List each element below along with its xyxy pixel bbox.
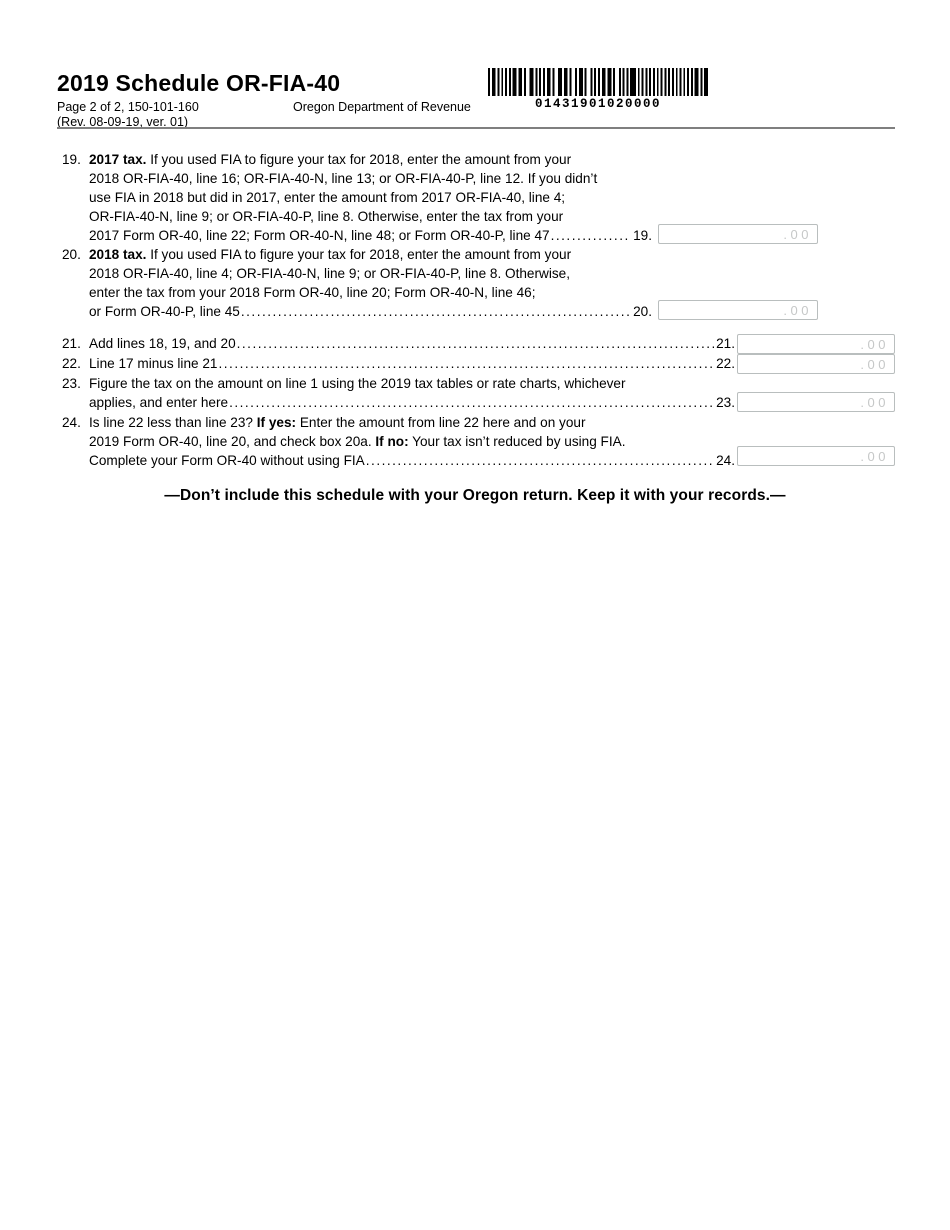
form-line-item-23: 23. Figure the tax on the amount on line… xyxy=(62,374,735,412)
text: Figure the tax on the amount on line 1 u… xyxy=(89,376,626,391)
text: OR-FIA-40-N, line 9; or OR-FIA-40-P, lin… xyxy=(89,209,564,224)
text: Is line 22 less than line 23? xyxy=(89,415,257,430)
form-text-line: applies, and enter here ................… xyxy=(89,393,735,412)
dotted-leader: ........................................… xyxy=(218,356,715,371)
form-text-line: 2018 OR-FIA-40, line 16; OR-FIA-40-N, li… xyxy=(89,169,652,188)
amount-input-line-22[interactable] xyxy=(737,354,895,374)
form-text-line: 2018 tax. If you used FIA to figure your… xyxy=(89,245,652,264)
line-number: 22. xyxy=(62,356,81,371)
text: enter the tax from your 2018 Form OR-40,… xyxy=(89,285,536,300)
amount-input-line-19[interactable] xyxy=(658,224,818,244)
line-number: 24. xyxy=(62,415,81,430)
form-text-line: enter the tax from your 2018 Form OR-40,… xyxy=(89,283,652,302)
amount-input-line-24[interactable] xyxy=(737,446,895,466)
text: or Form OR-40-P, line 45 xyxy=(89,304,240,319)
form-text-line: Is line 22 less than line 23? If yes: En… xyxy=(89,413,735,432)
form-text-line: 2017 tax. If you used FIA to figure your… xyxy=(89,150,652,169)
line-20-text: 2018 tax. If you used FIA to figure your… xyxy=(89,245,652,321)
text: 2019 Form OR-40, line 20, and check box … xyxy=(89,434,376,449)
form-text-line: use FIA in 2018 but did in 2017, enter t… xyxy=(89,188,652,207)
text: 2018 OR-FIA-40, line 16; OR-FIA-40-N, li… xyxy=(89,171,598,186)
barcode-image xyxy=(488,68,708,96)
form-text-line: Complete your Form OR-40 without using F… xyxy=(89,451,735,470)
header-divider xyxy=(57,127,895,129)
text: Line 17 minus line 21 xyxy=(89,356,218,371)
form-text-line: OR-FIA-40-N, line 9; or OR-FIA-40-P, lin… xyxy=(89,207,652,226)
text: applies, and enter here xyxy=(89,395,229,410)
department-name: Oregon Department of Revenue xyxy=(293,100,471,114)
line-number-ref: 20. xyxy=(633,304,652,319)
text: Your tax isn’t reduced by using FIA. xyxy=(408,434,626,449)
text: use FIA in 2018 but did in 2017, enter t… xyxy=(89,190,566,205)
text: Add lines 18, 19, and 20 xyxy=(89,336,236,351)
line-22-text: Line 17 minus line 21 ..................… xyxy=(89,354,735,373)
bold-text: If no: xyxy=(375,434,409,449)
form-line-item-21: 21. Add lines 18, 19, and 20 ...........… xyxy=(62,334,735,353)
form-text-line: Figure the tax on the amount on line 1 u… xyxy=(89,374,735,393)
text: Enter the amount from line 22 here and o… xyxy=(296,415,586,430)
bold-text: 2018 tax. xyxy=(89,247,147,262)
dotted-leader: ........................................… xyxy=(229,395,715,410)
amount-input-line-21[interactable] xyxy=(737,334,895,354)
line-19-text: 2017 tax. If you used FIA to figure your… xyxy=(89,150,652,245)
line-number-ref: 24. xyxy=(716,453,735,468)
keep-records-note: —Don’t include this schedule with your O… xyxy=(164,487,786,504)
line-number: 19. xyxy=(62,152,81,167)
form-text-line: 2019 Form OR-40, line 20, and check box … xyxy=(89,432,735,451)
form-text-line: 2017 Form OR-40, line 22; Form OR-40-N, … xyxy=(89,226,652,245)
line-23-text: Figure the tax on the amount on line 1 u… xyxy=(89,374,735,412)
form-text-line: 2018 OR-FIA-40, line 4; OR-FIA-40-N, lin… xyxy=(89,264,652,283)
line-number: 20. xyxy=(62,247,81,262)
bold-text: If yes: xyxy=(256,415,297,430)
line-number-ref: 23. xyxy=(716,395,735,410)
text: 2017 Form OR-40, line 22; Form OR-40-N, … xyxy=(89,228,550,243)
dotted-leader: ........................................… xyxy=(236,336,715,351)
form-line-item-22: 22. Line 17 minus line 21 ..............… xyxy=(62,354,735,373)
text: 2018 OR-FIA-40, line 4; OR-FIA-40-N, lin… xyxy=(89,266,570,281)
page-info: Page 2 of 2, 150-101-160 xyxy=(57,100,199,114)
form-line-item-20: 20. 2018 tax. If you used FIA to figure … xyxy=(62,245,652,321)
line-number-ref: 19. xyxy=(633,228,652,243)
line-24-text: Is line 22 less than line 23? If yes: En… xyxy=(89,413,735,470)
line-number: 23. xyxy=(62,376,81,391)
line-number-ref: 21. xyxy=(716,336,735,351)
text: Complete your Form OR-40 without using F… xyxy=(89,453,365,468)
form-text-line: or Form OR-40-P, line 45 ...............… xyxy=(89,302,652,321)
dotted-leader: ........................................… xyxy=(240,304,632,319)
form-title: 2019 Schedule OR-FIA-40 xyxy=(57,70,341,96)
dotted-leader: ........................................… xyxy=(550,228,632,243)
text: If you used FIA to figure your tax for 2… xyxy=(146,152,572,167)
bold-text: 2017 tax. xyxy=(89,152,147,167)
barcode-number: 01431901020000 xyxy=(534,97,662,111)
revision-info: (Rev. 08-09-19, ver. 01) xyxy=(57,115,189,129)
form-line-item-24: 24. Is line 22 less than line 23? If yes… xyxy=(62,413,735,470)
amount-input-line-20[interactable] xyxy=(658,300,818,320)
form-text-line: Add lines 18, 19, and 20 ...............… xyxy=(89,334,735,353)
form-text-line: Line 17 minus line 21 ..................… xyxy=(89,354,735,373)
form-line-item-19: 19. 2017 tax. If you used FIA to figure … xyxy=(62,150,652,245)
barcode: 01431901020000 xyxy=(488,68,708,111)
line-number: 21. xyxy=(62,336,81,351)
line-21-text: Add lines 18, 19, and 20 ...............… xyxy=(89,334,735,353)
dotted-leader: ........................................… xyxy=(365,453,715,468)
amount-input-line-23[interactable] xyxy=(737,392,895,412)
text: If you used FIA to figure your tax for 2… xyxy=(146,247,572,262)
line-number-ref: 22. xyxy=(716,356,735,371)
